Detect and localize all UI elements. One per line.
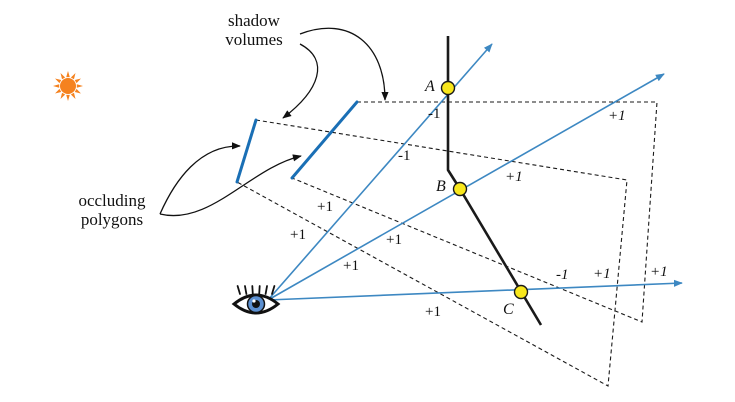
count-label: +1 bbox=[505, 169, 523, 185]
label-volumes: volumes bbox=[225, 30, 283, 49]
sun-ray bbox=[66, 94, 70, 101]
point-labels: A B C bbox=[424, 78, 514, 318]
point-label-a: A bbox=[424, 78, 435, 95]
sun-ray bbox=[70, 73, 76, 80]
sun-ray bbox=[60, 92, 66, 99]
sun-ray bbox=[55, 78, 62, 84]
sun-ray bbox=[60, 73, 66, 80]
eyelash bbox=[264, 285, 268, 295]
label-occluding: occluding bbox=[78, 191, 146, 210]
intersection-points bbox=[440, 80, 529, 300]
count-label: +1 bbox=[290, 227, 306, 243]
sun-ray bbox=[74, 88, 81, 94]
ray-to-a bbox=[267, 43, 493, 301]
occluding-polygons bbox=[235, 100, 359, 184]
callout-shadow-to-right bbox=[299, 27, 389, 101]
point-label-b: B bbox=[436, 178, 446, 195]
shadow-volume-large bbox=[291, 101, 658, 323]
occluding-polygon-left bbox=[235, 118, 258, 184]
text-labels: shadow volumes occluding polygons bbox=[78, 11, 282, 229]
callout-occluder-to-right bbox=[159, 154, 302, 217]
label-shadow: shadow bbox=[228, 11, 281, 30]
sun-ray bbox=[74, 78, 81, 84]
count-label: -1 bbox=[398, 148, 411, 164]
count-label: -1 bbox=[556, 267, 569, 283]
sun-ray bbox=[53, 84, 60, 88]
point-label-c: C bbox=[503, 301, 514, 318]
point-a bbox=[440, 80, 456, 96]
label-polygons: polygons bbox=[81, 210, 143, 229]
count-label: +1 bbox=[386, 232, 402, 248]
count-label: +1 bbox=[650, 264, 668, 280]
sun-ray bbox=[76, 84, 83, 88]
scene-surface bbox=[446, 36, 543, 326]
occluding-polygon-right bbox=[290, 100, 359, 180]
callout-arrows bbox=[159, 27, 389, 217]
sun-icon bbox=[53, 71, 83, 101]
sun-ray bbox=[70, 92, 76, 99]
count-label: +1 bbox=[608, 108, 626, 124]
eyelash bbox=[271, 285, 276, 295]
sun-ray bbox=[66, 71, 70, 78]
shadow-volume-outlines bbox=[236, 101, 658, 387]
point-b bbox=[452, 181, 468, 197]
count-label: +1 bbox=[425, 304, 441, 320]
eyelash bbox=[236, 285, 241, 295]
point-c bbox=[513, 284, 529, 300]
ray-to-c bbox=[267, 279, 683, 301]
depth-counts: -1 -1 +1 +1 +1 +1 +1 +1 -1 +1 +1 +1 bbox=[290, 106, 668, 320]
count-label: -1 bbox=[428, 106, 441, 122]
sun-core bbox=[60, 78, 76, 94]
count-label: +1 bbox=[343, 258, 359, 274]
callout-occluder-to-left bbox=[159, 142, 241, 215]
callout-shadow-to-left bbox=[282, 43, 319, 119]
eye-icon bbox=[231, 285, 281, 315]
count-label: +1 bbox=[593, 266, 611, 282]
eyelash bbox=[244, 285, 248, 295]
sun-ray bbox=[55, 88, 62, 94]
count-label: +1 bbox=[317, 199, 333, 215]
eye-glint bbox=[252, 299, 256, 303]
shadow-volume-small bbox=[236, 119, 628, 387]
